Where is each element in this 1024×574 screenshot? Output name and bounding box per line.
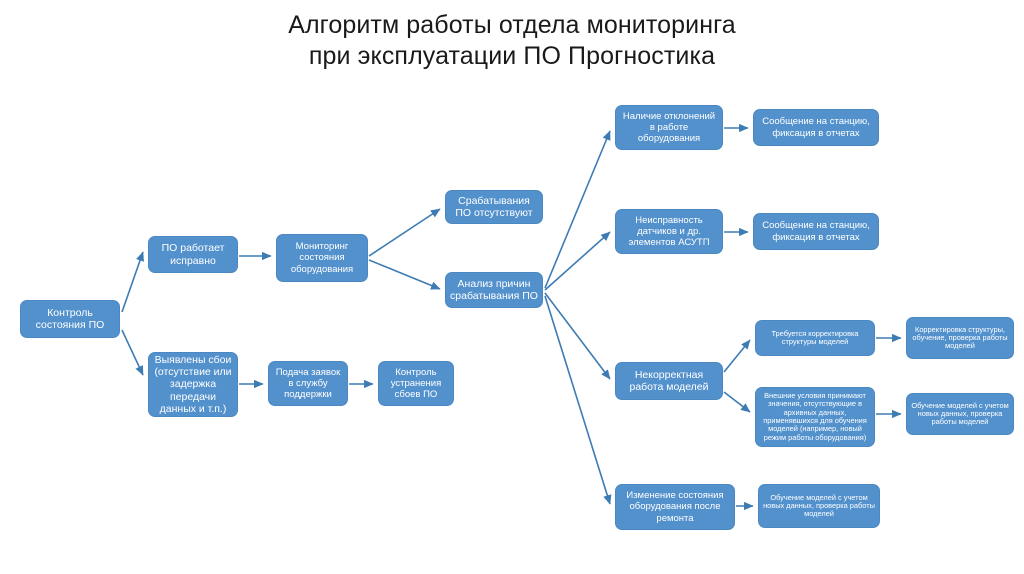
flow-node-label: Контроль состояния ПО <box>35 306 105 331</box>
flow-edge-n8-to-n18 <box>544 295 612 505</box>
flow-node-n14[interactable]: Требуется корректировка структуры моделе… <box>755 320 875 356</box>
flow-node-label: Внешние условия принимают значения, отсу… <box>763 391 867 442</box>
page-title-line-2: при эксплуатации ПО Прогностика <box>308 42 716 70</box>
flow-node-n15[interactable]: Корректировка структуры, обучение, прове… <box>906 317 1014 359</box>
flow-edge-n8-to-n11 <box>544 231 611 291</box>
flow-node-label: Мониторинг состояния оборудования <box>290 241 354 275</box>
flow-node-n7[interactable]: Срабатывания ПО отсутствуют <box>445 190 543 224</box>
flow-edge-n1-to-n3 <box>121 329 144 376</box>
flow-node-n10[interactable]: Сообщение на станцию, фиксация в отчетах <box>753 109 879 146</box>
flow-node-label: Некорректная работа моделей <box>629 368 709 393</box>
flow-node-n18[interactable]: Изменение состояния оборудования после р… <box>615 484 735 530</box>
flow-node-label: Сообщение на станцию, фиксация в отчетах <box>762 220 870 243</box>
flow-node-label: Наличие отклонений в работе оборудования <box>622 110 716 144</box>
flow-node-n12[interactable]: Сообщение на станцию, фиксация в отчетах <box>753 213 879 250</box>
flow-node-label: Обучение моделей с учетом новых данных, … <box>911 400 1009 427</box>
flow-node-n6[interactable]: Контроль устранения сбоев ПО <box>378 361 454 406</box>
flow-node-label: Контроль устранения сбоев ПО <box>390 366 442 400</box>
flow-node-n11[interactable]: Неисправность датчиков и др. элементов А… <box>615 209 723 254</box>
flow-edge-n4-to-n7 <box>368 208 441 257</box>
flow-edge-n8-to-n13 <box>544 292 611 380</box>
flow-edge-n13-to-n14 <box>723 339 751 373</box>
page-title: Алгоритм работы отдела мониторинга при э… <box>0 10 1024 72</box>
flow-node-label: Сообщение на станцию, фиксация в отчетах <box>762 116 870 139</box>
flow-node-n19[interactable]: Обучение моделей с учетом новых данных, … <box>758 484 880 528</box>
flow-node-label: Требуется корректировка структуры моделе… <box>771 328 859 346</box>
flow-edge-n1-to-n2 <box>121 251 144 313</box>
flow-node-label: Обучение моделей с учетом новых данных, … <box>763 492 875 519</box>
flow-edge-n4-to-n8 <box>368 259 441 290</box>
flow-node-n4[interactable]: Мониторинг состояния оборудования <box>276 234 368 282</box>
flow-node-n17[interactable]: Обучение моделей с учетом новых данных, … <box>906 393 1014 435</box>
flow-node-label: Анализ причин срабатывания ПО <box>450 277 538 302</box>
flow-node-label: Выявлены сбои (отсутствие или задержка п… <box>154 354 232 415</box>
flow-node-label: Срабатывания ПО отсутствуют <box>455 194 533 219</box>
flow-node-n16[interactable]: Внешние условия принимают значения, отсу… <box>755 387 875 447</box>
flow-node-label: Подача заявок в службу поддержки <box>275 366 341 400</box>
flow-node-n5[interactable]: Подача заявок в службу поддержки <box>268 361 348 406</box>
flow-node-n3[interactable]: Выявлены сбои (отсутствие или задержка п… <box>148 352 238 417</box>
flow-node-label: ПО работает исправно <box>161 242 225 267</box>
flow-node-n2[interactable]: ПО работает исправно <box>148 236 238 273</box>
flow-edge-n8-to-n9 <box>544 130 611 289</box>
flow-edge-n13-to-n16 <box>723 391 751 413</box>
page-title-line-1: Алгоритм работы отдела мониторинга <box>288 11 736 39</box>
flow-node-n13[interactable]: Некорректная работа моделей <box>615 362 723 400</box>
flow-node-label: Корректировка структуры, обучение, прове… <box>912 324 1008 351</box>
flow-node-n8[interactable]: Анализ причин срабатывания ПО <box>445 272 543 308</box>
flow-node-n9[interactable]: Наличие отклонений в работе оборудования <box>615 105 723 150</box>
flow-node-label: Неисправность датчиков и др. элементов А… <box>628 214 710 248</box>
flow-node-label: Изменение состояния оборудования после р… <box>626 490 724 524</box>
flow-node-n1[interactable]: Контроль состояния ПО <box>20 300 120 338</box>
